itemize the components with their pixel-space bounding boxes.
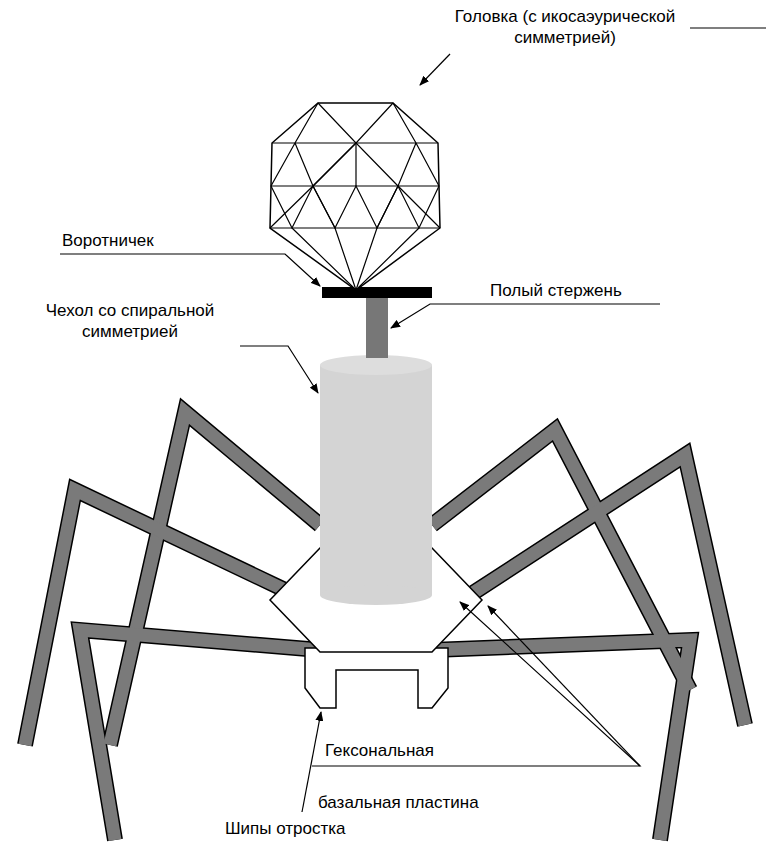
facet-line xyxy=(271,103,318,186)
tail-fiber xyxy=(110,412,320,745)
facet-line xyxy=(292,228,419,290)
facet-line xyxy=(313,143,356,186)
facet-line xyxy=(271,185,439,186)
icosahedral-head xyxy=(270,103,440,290)
facet-line xyxy=(295,143,356,290)
part-label: Гексональная xyxy=(325,740,525,761)
tail-fiber xyxy=(25,490,285,745)
leader-line xyxy=(488,606,640,766)
part-label: Шипы отростка xyxy=(225,818,445,839)
part-label: базальная пластина xyxy=(318,792,558,813)
tail-spikes xyxy=(305,648,448,708)
head-facets xyxy=(270,103,440,290)
leader-line xyxy=(690,27,766,28)
tail-fiber xyxy=(470,455,745,725)
facet-line xyxy=(271,186,439,228)
tail-fiber xyxy=(80,630,320,840)
part-label: Воротничек xyxy=(62,230,262,251)
leader-line xyxy=(240,346,318,393)
leader-lines xyxy=(60,28,766,812)
part-label: Чехол со спиральной симметрией xyxy=(30,300,230,342)
tail-fiber xyxy=(470,455,745,725)
part-label: Полый стержень xyxy=(490,280,720,301)
hollow-rod xyxy=(366,296,388,358)
leader-line xyxy=(420,54,450,85)
leader-line xyxy=(312,602,640,766)
sheath xyxy=(320,365,432,595)
facet-line xyxy=(356,143,416,290)
leader-line xyxy=(391,304,660,328)
tail-fiber xyxy=(25,490,285,745)
facet-line xyxy=(355,143,356,186)
tail-fiber xyxy=(110,412,320,745)
collar xyxy=(322,287,432,298)
leader-line xyxy=(60,254,320,286)
sheath-bottom xyxy=(320,585,432,605)
facet-line xyxy=(270,227,440,228)
part-label: Головка (с икосаэурической симметрией) xyxy=(445,6,685,48)
